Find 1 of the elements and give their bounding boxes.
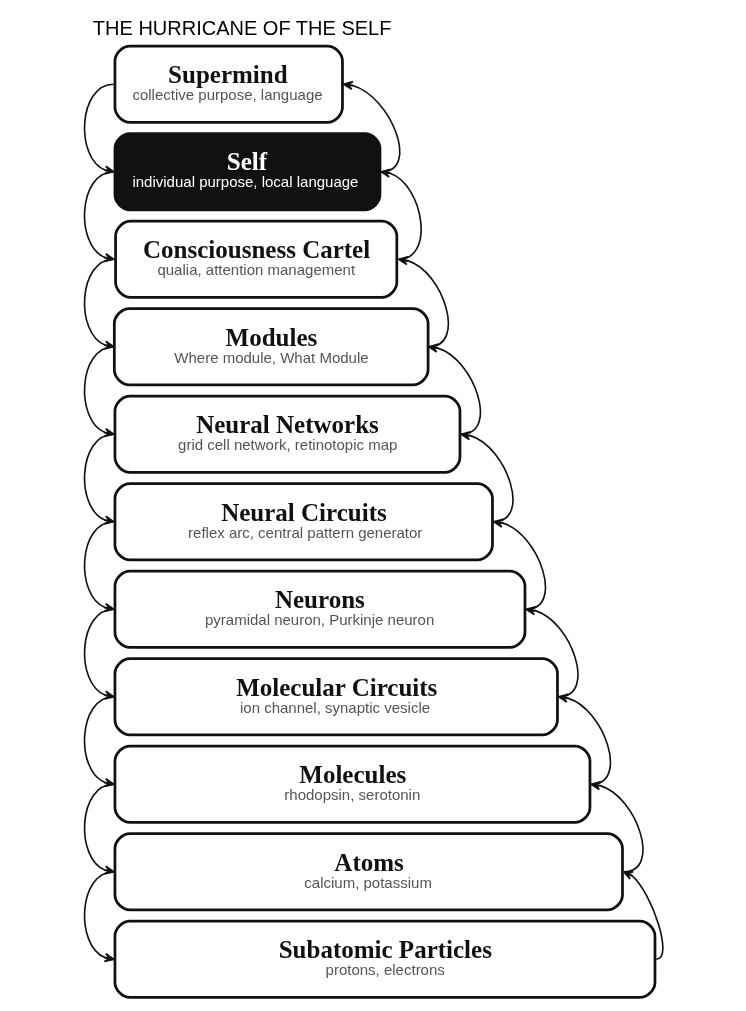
diagram-title: THE HURRICANE OF THE SELF	[92, 16, 391, 39]
